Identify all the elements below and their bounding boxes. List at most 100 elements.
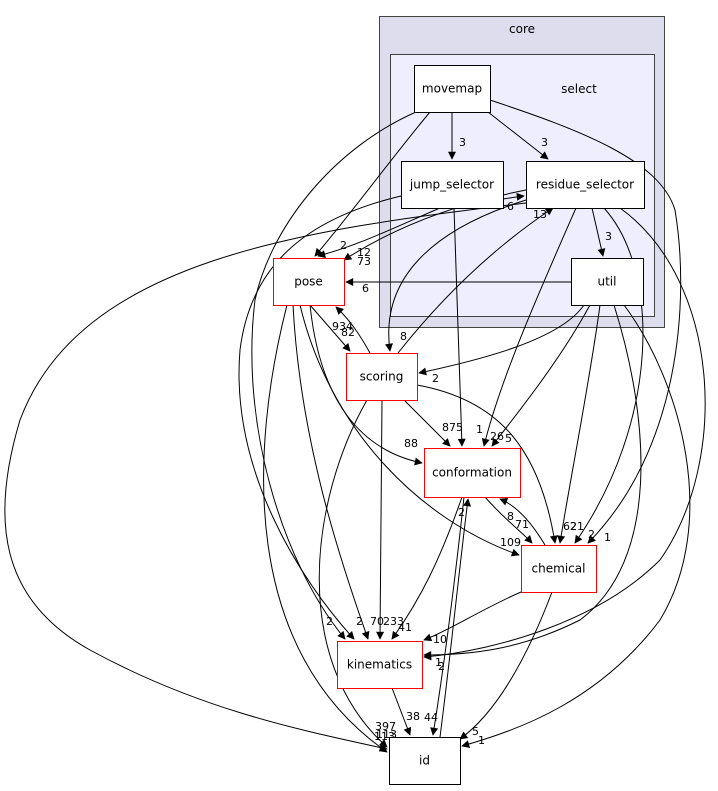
node-id[interactable]: id xyxy=(389,737,461,785)
edge-label[interactable]: 8 xyxy=(400,330,407,343)
edge-pose-to-scoring[interactable]: 82 xyxy=(309,304,355,352)
edge-chemical-to-conformation[interactable]: 8 xyxy=(499,497,546,546)
edge-label[interactable]: 41 xyxy=(398,621,412,634)
node-conformation[interactable]: conformation xyxy=(424,448,521,498)
node-kinematics[interactable]: kinematics xyxy=(337,641,423,689)
edge-line xyxy=(416,384,558,544)
node-util[interactable]: util xyxy=(571,258,644,306)
edge-line xyxy=(391,687,412,736)
edge-residue_selector-to-util[interactable]: 3 xyxy=(591,207,612,257)
edge-label[interactable]: 6 xyxy=(507,200,514,213)
edge-util-to-scoring[interactable]: 2 xyxy=(418,304,585,385)
edge-movemap-to-pose[interactable]: 2 xyxy=(314,111,431,257)
edge-label[interactable]: 397 xyxy=(375,720,396,733)
node-pose[interactable]: pose xyxy=(273,258,345,306)
edge-label[interactable]: 3 xyxy=(459,136,466,149)
edge-label[interactable]: 70 xyxy=(370,615,384,628)
edge-label[interactable]: 2 xyxy=(438,660,445,673)
edge-line xyxy=(292,304,370,640)
edge-label[interactable]: 71 xyxy=(515,518,529,531)
edge-line xyxy=(423,591,522,642)
edge-jump_selector-to-kinematics[interactable]: 2 xyxy=(238,195,402,640)
edge-line xyxy=(318,399,388,748)
node-label: id xyxy=(419,754,430,768)
edge-label[interactable]: 88 xyxy=(404,437,418,450)
edge-id-to-conformation[interactable]: 2 xyxy=(439,498,472,738)
edge-label[interactable]: 82 xyxy=(341,326,355,339)
edge-label[interactable]: 2 xyxy=(588,528,595,541)
edge-label[interactable]: 2 xyxy=(340,239,347,252)
edge-label[interactable]: 2 xyxy=(458,506,465,519)
edge-util-to-id[interactable]: 1 xyxy=(461,304,691,748)
edge-conformation-to-kinematics[interactable]: 41 xyxy=(391,496,463,640)
edge-util-to-kinematics[interactable]: 1 xyxy=(423,304,642,669)
edge-label[interactable]: 1 xyxy=(476,423,483,436)
edge-scoring-to-kinematics[interactable]: 233 xyxy=(376,399,404,640)
edge-movemap-to-chemical[interactable]: 1 xyxy=(489,99,682,544)
node-residue-selector[interactable]: residue_selector xyxy=(526,161,645,209)
edge-kinematics-to-id[interactable]: 38 xyxy=(391,687,420,736)
edge-label[interactable]: 6 xyxy=(362,282,369,295)
node-jump-selector[interactable]: jump_selector xyxy=(401,161,504,209)
edge-label[interactable]: 5 xyxy=(505,432,512,445)
edge-pose-to-id[interactable]: 397 xyxy=(263,304,396,753)
edge-label[interactable]: 26 xyxy=(490,430,504,443)
edge-pose-to-chemical[interactable]: 109 xyxy=(299,304,521,557)
edge-line xyxy=(423,207,706,661)
edge-scoring-to-residue_selector[interactable]: 13 xyxy=(397,207,554,354)
node-box xyxy=(521,545,597,593)
edge-line xyxy=(453,207,466,447)
edge-label[interactable]: 3 xyxy=(605,230,612,243)
edge-label[interactable]: 1 xyxy=(435,656,442,669)
edge-label[interactable]: 2 xyxy=(432,372,439,385)
edge-conformation-to-id[interactable]: 44 xyxy=(424,496,465,736)
edge-jump_selector-to-conformation[interactable]: 1 xyxy=(453,207,483,447)
node-box xyxy=(401,161,504,209)
edge-line xyxy=(299,304,520,557)
edge-label[interactable]: 38 xyxy=(406,710,420,723)
edge-movemap-to-jump_selector[interactable]: 3 xyxy=(448,112,466,160)
edge-scoring-to-conformation[interactable]: 875 xyxy=(403,399,463,447)
edge-label[interactable]: 62 xyxy=(563,520,577,533)
edge-util-to-pose[interactable]: 6 xyxy=(345,278,571,295)
edge-label[interactable]: 2 xyxy=(356,615,363,628)
edge-label[interactable]: 44 xyxy=(424,711,438,724)
edge-residue_selector-to-scoring[interactable]: 8 xyxy=(385,199,527,352)
edge-label[interactable]: 8 xyxy=(507,510,514,523)
node-label: movemap xyxy=(422,82,482,96)
edge-movemap-to-residue_selector[interactable]: 3 xyxy=(487,111,549,160)
edge-line xyxy=(263,304,388,753)
edge-label[interactable]: 10 xyxy=(433,633,447,646)
edge-label[interactable]: 109 xyxy=(500,536,521,549)
node-scoring[interactable]: scoring xyxy=(346,353,418,401)
edge-scoring-to-pose[interactable]: 934 xyxy=(332,306,371,354)
edge-label[interactable]: 934 xyxy=(332,320,353,333)
edge-residue_selector-to-kinematics[interactable]: 2 xyxy=(423,207,706,673)
edge-label[interactable]: 73 xyxy=(357,255,371,268)
edge-util-to-chemical[interactable]: 21 xyxy=(557,304,601,544)
edge-label[interactable]: 3 xyxy=(541,136,548,149)
edge-scoring-to-id[interactable]: 113 xyxy=(318,399,395,748)
edge-conformation-to-chemical[interactable]: 71 xyxy=(484,496,533,544)
node-chemical[interactable]: chemical xyxy=(521,545,597,593)
edge-line xyxy=(502,192,525,201)
edge-label[interactable]: 875 xyxy=(442,421,463,434)
edge-label[interactable]: 13 xyxy=(533,208,547,221)
edge-jump_selector-to-residue_selector[interactable]: 6 xyxy=(502,192,525,213)
edge-residue_selector-to-chemical[interactable]: 2 xyxy=(574,207,644,544)
edge-chemical-to-kinematics[interactable]: 10 xyxy=(423,591,522,646)
edge-line xyxy=(418,304,585,376)
node-movemap[interactable]: movemap xyxy=(414,65,491,113)
edge-label[interactable]: 1 xyxy=(604,531,611,544)
edge-label[interactable]: 1 xyxy=(478,734,485,747)
edge-label[interactable]: 5 xyxy=(472,725,479,738)
edge-label[interactable]: 233 xyxy=(383,615,404,628)
edge-line xyxy=(335,306,371,354)
edge-util-to-conformation[interactable]: 5 xyxy=(491,304,591,447)
edge-label[interactable]: 2 xyxy=(326,615,333,628)
edge-chemical-to-id[interactable]: 5 xyxy=(459,591,553,740)
edge-label[interactable]: 21 xyxy=(570,520,584,533)
edge-movemap-to-kinematics[interactable]: 2 xyxy=(251,111,417,640)
edge-scoring-to-chemical[interactable]: 62 xyxy=(416,384,577,544)
